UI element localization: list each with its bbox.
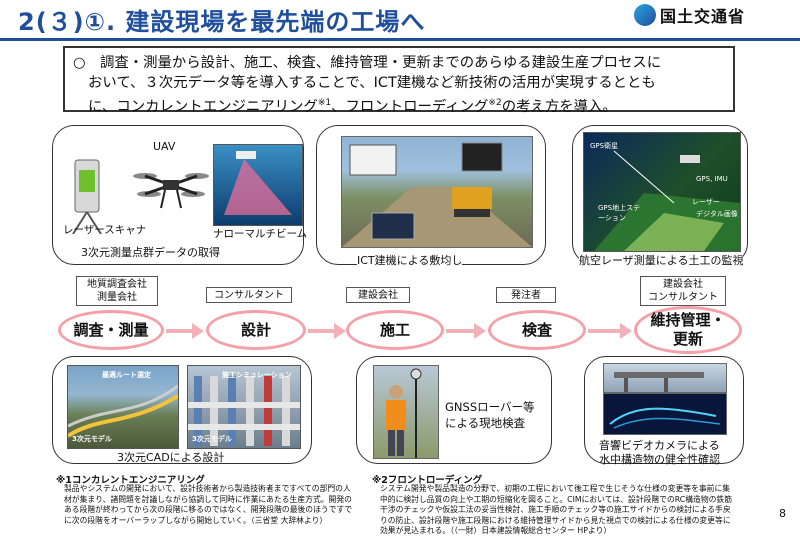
gps-satellite-label: GPS衛星 xyxy=(590,142,619,150)
airborne-laser-image: GPS衛星 GPS, IMU レーザー デジタル画像 GPS地上ステーション xyxy=(583,132,741,252)
page-title: 2(３)①. 建設現場を最先端の工場へ xyxy=(18,8,426,36)
org-survey: 地質調査会社 測量会社 xyxy=(76,276,158,306)
inspection-caption-1: GNSSローバー等 xyxy=(445,400,535,414)
gps-ground-station-label: GPS地上ステーション xyxy=(598,204,641,222)
inspection-caption-2: による現地検査 xyxy=(445,416,526,430)
stage-survey: 調査・測量 xyxy=(58,310,164,350)
laser-scanner-image xyxy=(72,159,102,234)
route-selection-label: 最適ルート選定 xyxy=(102,371,151,379)
construction-caption: ICT建機による敷均し xyxy=(357,252,463,268)
ministry-logo: 国土交通省 xyxy=(634,3,745,27)
acoustic-camera-image xyxy=(603,393,727,435)
narrow-multibeam-label: ナローマルチビーム xyxy=(213,228,308,240)
construction-panel: ICT建機による敷均し xyxy=(316,125,546,268)
structure-photo xyxy=(603,363,727,393)
narrow-multibeam-image xyxy=(213,144,303,226)
flow-arrowhead-1 xyxy=(192,323,204,339)
survey-caption: 3次元測量点群データの取得 xyxy=(81,246,220,259)
underwater-caption-2: 水中構造物の健全性確認 xyxy=(599,453,720,466)
model-label-1: 3次元モデル xyxy=(72,435,112,443)
note2-body: システム開発や製品製造の分野で、初期の工程において後工程で生じそうな仕様の変更等… xyxy=(380,484,733,535)
title-rule xyxy=(0,38,800,41)
model-label-2: 3次元モデル xyxy=(192,435,232,443)
route-selection-image: 最適ルート選定 3次元モデル xyxy=(67,365,179,449)
flow-arrow-3 xyxy=(446,329,476,333)
ict-machine-image xyxy=(341,136,533,248)
flow-arrowhead-2 xyxy=(334,323,346,339)
stage-maintenance: 維持管理・ 更新 xyxy=(634,306,742,354)
flow-arrowhead-4 xyxy=(620,323,632,339)
simulation-label: 施工シミュレーション xyxy=(222,371,292,379)
note1-title: ※1コンカレントエンジニアリング xyxy=(56,475,205,486)
stage-construction: 施工 xyxy=(346,310,444,350)
org-design: コンサルタント xyxy=(206,287,292,303)
uav-label: UAV xyxy=(153,140,176,153)
flow-arrow-1 xyxy=(166,329,194,333)
flow-arrowhead-3 xyxy=(474,323,486,339)
construction-simulation-image: 施工シミュレーション 3次元モデル xyxy=(187,365,301,449)
laser-label: レーザー xyxy=(692,198,720,206)
footnote-ref-1: ※1 xyxy=(317,98,332,108)
maintenance-caption: 航空レーザ測量による土工の監視 xyxy=(579,252,744,268)
ministry-emblem-icon xyxy=(634,4,656,26)
inspection-panel: GNSSローバー等 による現地検査 xyxy=(356,356,552,464)
gps-imu-label: GPS, IMU xyxy=(696,175,728,183)
page-number: 8 xyxy=(779,507,786,520)
laser-scanner-label: レーザースキャナ xyxy=(63,224,147,236)
stage-inspection: 検査 xyxy=(488,310,586,350)
note2-title: ※2フロントローディング xyxy=(372,475,483,486)
design-caption: 3次元CADによる設計 xyxy=(117,451,225,464)
org-construction: 建設会社 xyxy=(346,287,410,303)
maintenance-panel: GPS衛星 GPS, IMU レーザー デジタル画像 GPS地上ステーション 航… xyxy=(572,125,748,268)
summary-line-3: に、コンカレントエンジニアリング※1、フロントローディング※2の考え方を導入。 xyxy=(88,98,617,115)
flow-arrow-2 xyxy=(308,329,336,333)
uav-drone-image xyxy=(133,173,209,209)
ministry-name: 国土交通省 xyxy=(660,7,746,26)
summary-line-1: ○ 調査・測量から設計、施工、検査、維持管理・更新までのあらゆる建設生産プロセス… xyxy=(73,55,662,71)
underwater-caption-1: 音響ビデオカメラによる xyxy=(599,439,720,452)
stage-design: 設計 xyxy=(206,310,306,350)
footnote-ref-2: ※2 xyxy=(488,98,502,108)
org-inspection: 発注者 xyxy=(496,287,556,303)
summary-box: ○ 調査・測量から設計、施工、検査、維持管理・更新までのあらゆる建設生産プロセス… xyxy=(63,46,735,115)
design-panel: 最適ルート選定 3次元モデル 施工シミュレーション 3次元モデル 3次元CADに… xyxy=(52,356,312,464)
flow-arrow-4 xyxy=(588,329,622,333)
underwater-panel: 音響ビデオカメラによる 水中構造物の健全性確認 xyxy=(584,356,744,466)
survey-panel: UAV レーザースキャナ ナローマルチビーム 3次元測量点群データの取得 xyxy=(52,125,308,265)
gnss-rover-image xyxy=(373,365,439,459)
org-maintenance: 建設会社 コンサルタント xyxy=(640,276,726,306)
note1-body: 製品やシステムの開発において、設計技術者から製造技術者まですべての部門の人材が集… xyxy=(64,484,353,525)
digital-image-label: デジタル画像 xyxy=(696,210,738,218)
summary-line-2: おいて、３次元データ等を導入することで、ICT建機など新技術の活用が実現するとと… xyxy=(88,75,656,91)
